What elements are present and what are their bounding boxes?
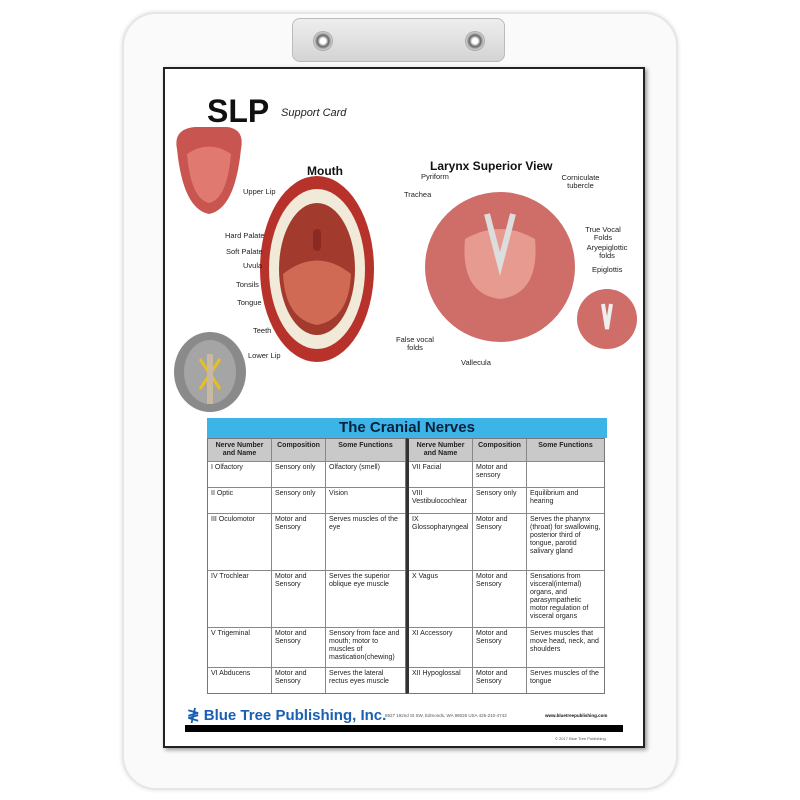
cell-composition: Sensory only xyxy=(472,488,526,513)
card-subtitle: Support Card xyxy=(281,107,347,119)
cell-nerve: VI Abducens xyxy=(211,670,251,677)
mouth-heading: Mouth xyxy=(307,164,343,178)
header-functions: Some Functions xyxy=(325,439,405,461)
cell-functions: Vision xyxy=(325,488,405,513)
publisher-website[interactable]: www.bluetreepublishing.com xyxy=(545,713,608,718)
cell-functions: Olfactory (smell) xyxy=(325,462,405,487)
cell-nerve: VIII Vestibulocochlear xyxy=(412,490,467,505)
mouth-illustration xyxy=(260,176,374,362)
label-trachea: Trachea xyxy=(404,190,432,199)
label-uvula: Uvula xyxy=(243,261,263,270)
anatomy-illustrations xyxy=(174,127,637,412)
cell-composition: Motor and Sensory xyxy=(472,628,526,667)
label-corniculate: Corniculate tubercle xyxy=(561,173,600,190)
label-upper-lip: Upper Lip xyxy=(243,187,276,196)
cell-composition: Motor and Sensory xyxy=(472,571,526,627)
cell-nerve: XII Hypoglossal xyxy=(412,670,461,677)
cell-composition: Motor and Sensory xyxy=(472,514,526,570)
cell-nerve: V Trigeminal xyxy=(211,630,250,637)
label-pyriform: Pyriform xyxy=(421,172,449,181)
label-vallecula: Vallecula xyxy=(461,358,491,367)
label-tonsils: Tonsils xyxy=(236,280,259,289)
slp-support-card: SLP Support Card Mouth Upper Lip xyxy=(163,67,645,748)
cell-composition: Motor and Sensory xyxy=(271,571,325,627)
rivet-icon xyxy=(313,31,333,51)
label-false-vocal-folds: False vocal folds xyxy=(396,335,434,352)
card-title: SLP xyxy=(207,93,270,129)
footer-bar xyxy=(185,725,623,732)
cell-composition: Motor and Sensory xyxy=(271,668,325,693)
larynx-heading: Larynx Superior View xyxy=(430,159,553,173)
table-right-half: Nerve Number and Name Composition Some F… xyxy=(406,438,605,694)
cell-nerve: III Oculomotor xyxy=(211,516,255,523)
cranial-nerves-table: The Cranial Nerves Nerve Number and Name… xyxy=(207,418,607,694)
cell-functions: Serves muscles of the eye xyxy=(325,514,405,570)
label-hard-palate: Hard Palate xyxy=(225,231,265,240)
table-row: VII Facial Motor and sensory xyxy=(409,461,604,487)
cell-composition: Motor and Sensory xyxy=(271,628,325,667)
publisher-address: 8927 192nd St SW, Edmonds, WA 98026 USA … xyxy=(385,713,507,718)
cell-nerve: II Optic xyxy=(211,490,234,497)
cell-nerve: X Vagus xyxy=(412,573,438,580)
table-left-half: Nerve Number and Name Composition Some F… xyxy=(207,438,406,694)
cell-composition: Motor and sensory xyxy=(472,462,526,487)
cell-nerve: IV Trochlear xyxy=(211,573,249,580)
publisher-logo: ≹ Blue Tree Publishing, Inc. xyxy=(187,706,386,724)
header-composition: Composition xyxy=(271,439,325,461)
cell-composition: Motor and Sensory xyxy=(472,668,526,693)
label-aryepiglottic-folds: Aryepiglottic folds xyxy=(586,243,628,260)
publisher-name: Blue Tree Publishing, Inc. xyxy=(203,707,387,724)
header-nerve: Nerve Number and Name xyxy=(215,442,264,457)
cell-functions: Serves muscles that move head, neck, and… xyxy=(526,628,604,667)
label-soft-palate: Soft Palate xyxy=(226,247,263,256)
label-lower-lip: Lower Lip xyxy=(248,351,281,360)
cell-functions: Sensory from face and mouth; motor to mu… xyxy=(325,628,405,667)
cell-composition: Sensory only xyxy=(271,462,325,487)
cell-nerve: IX Glossopharyngeal xyxy=(412,516,469,531)
cell-nerve: XI Accessory xyxy=(412,630,453,637)
cell-functions: Equilibrium and hearing xyxy=(526,488,604,513)
header-functions: Some Functions xyxy=(526,439,604,461)
cell-nerve: VII Facial xyxy=(412,464,442,471)
cell-functions: Serves the lateral rectus eyes muscle xyxy=(325,668,405,693)
table-header-row: Nerve Number and Name Composition Some F… xyxy=(409,439,604,461)
cell-functions xyxy=(526,462,604,487)
header-composition: Composition xyxy=(472,439,526,461)
label-teeth: Teeth xyxy=(253,326,272,335)
cell-functions: Serves the superior oblique eye muscle xyxy=(325,571,405,627)
cell-composition: Motor and Sensory xyxy=(271,514,325,570)
table-title: The Cranial Nerves xyxy=(207,418,607,438)
cell-nerve: I Olfactory xyxy=(211,464,243,471)
label-true-vocal-folds: True Vocal Folds xyxy=(585,225,621,242)
header-nerve: Nerve Number and Name xyxy=(416,442,465,457)
table-header-row: Nerve Number and Name Composition Some F… xyxy=(208,439,405,461)
rivet-icon xyxy=(465,31,485,51)
tongue-illustration xyxy=(176,127,242,214)
cell-functions: Serves muscles of the tongue xyxy=(526,668,604,693)
cell-functions: Serves the pharynx (throat) for swallowi… xyxy=(526,514,604,570)
copyright: © 2017 Blue Tree Publishing xyxy=(555,736,606,741)
label-tongue: Tongue xyxy=(237,298,262,307)
tree-icon: ≹ xyxy=(187,707,204,724)
brain-illustration xyxy=(174,332,246,412)
label-epiglottis: Epiglottis xyxy=(592,265,623,274)
cell-composition: Sensory only xyxy=(271,488,325,513)
clipboard-clip xyxy=(292,18,505,62)
larynx-illustration xyxy=(425,192,637,349)
cell-functions: Sensations from visceral(internal) organ… xyxy=(526,571,604,627)
